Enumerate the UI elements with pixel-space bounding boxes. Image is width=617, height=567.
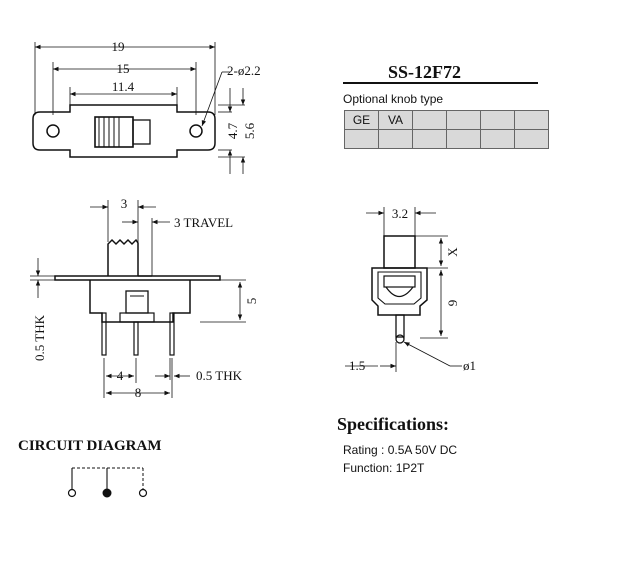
- dim-end-width: 3.2: [392, 206, 408, 221]
- knob-option-6: [514, 110, 549, 130]
- dim-flange-height: 5.6: [242, 122, 257, 139]
- knob-blank-4: [446, 129, 481, 149]
- knob-row-options: GE VA: [344, 110, 549, 130]
- spec-function: Function: 1P2T: [343, 461, 425, 475]
- dim-knob-width: 3: [121, 196, 128, 211]
- dim-pin-span: 8: [135, 385, 142, 400]
- side-view: [30, 200, 246, 398]
- knob-blank-5: [480, 129, 515, 149]
- knob-blank-2: [378, 129, 413, 149]
- dim-pin-thickness: 0.5 THK: [196, 368, 243, 383]
- circuit-diagram: [67, 467, 148, 498]
- circuit-diagram-title: CIRCUIT DIAGRAM: [18, 438, 162, 454]
- end-view: [345, 207, 462, 372]
- knob-blank-6: [514, 129, 549, 149]
- dim-hole-diameter: 2-ø2.2: [227, 63, 261, 78]
- dim-travel: 3 TRAVEL: [174, 215, 233, 230]
- knob-row-blank: [344, 129, 549, 149]
- dim-plate-thickness: 0.5 THK: [32, 314, 47, 361]
- knob-option-5: [480, 110, 515, 130]
- dim-pin-pitch: 4: [117, 368, 124, 383]
- dim-overall-length: 19: [112, 39, 125, 54]
- knob-blank-1: [344, 129, 379, 149]
- dim-hole-spacing: 15: [117, 61, 130, 76]
- knob-type-table: GE VA: [344, 110, 549, 149]
- knob-option-3: [412, 110, 447, 130]
- spec-rating: Rating : 0.5A 50V DC: [343, 443, 458, 457]
- dim-end-height: 9: [445, 300, 460, 307]
- knob-caption: Optional knob type: [343, 92, 444, 106]
- knob-option-4: [446, 110, 481, 130]
- part-number-underline: [343, 82, 538, 84]
- dim-pin-offset: 1.5: [349, 358, 365, 373]
- knob-option-1: GE: [344, 110, 379, 130]
- dim-knob-height: X: [445, 247, 460, 257]
- dim-body-length: 11.4: [112, 79, 135, 94]
- knob-option-2: VA: [378, 110, 413, 130]
- specifications-title: Specifications:: [337, 414, 449, 434]
- top-view: [32, 42, 246, 174]
- part-number: SS-12F72: [388, 62, 462, 82]
- dim-body-height: 4.7: [225, 122, 240, 139]
- dim-body-height-side: 5: [244, 298, 259, 305]
- dim-pin-diameter: ø1: [463, 358, 476, 373]
- knob-blank-3: [412, 129, 447, 149]
